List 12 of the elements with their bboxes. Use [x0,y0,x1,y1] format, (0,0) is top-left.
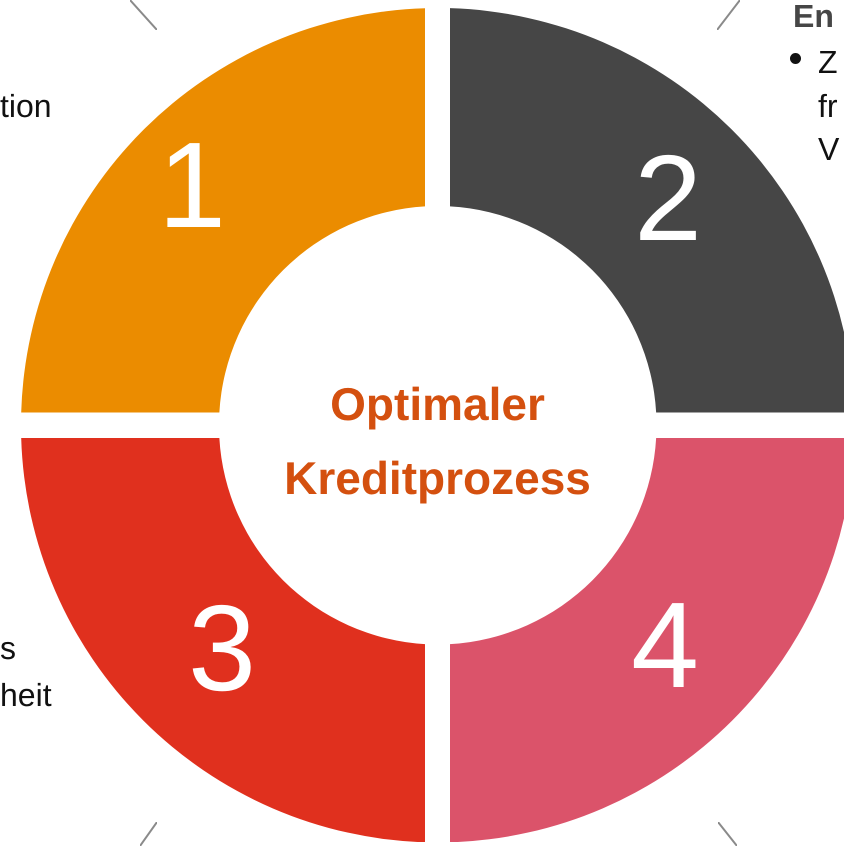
center-title: Optimaler Kreditprozess [283,377,592,506]
text-fragment: En [793,0,834,32]
segment-number: 3 [188,587,256,709]
text-fragment: tion [0,90,52,122]
text-fragment: V [818,133,840,165]
text-fragment: Z [818,46,838,78]
segment-number: 2 [634,137,702,259]
segment-number: 4 [631,584,699,706]
text-fragment: fr [818,90,838,122]
segment-number: 1 [158,124,226,246]
text-fragment: heit [0,679,52,711]
text-fragment: s [0,632,16,664]
